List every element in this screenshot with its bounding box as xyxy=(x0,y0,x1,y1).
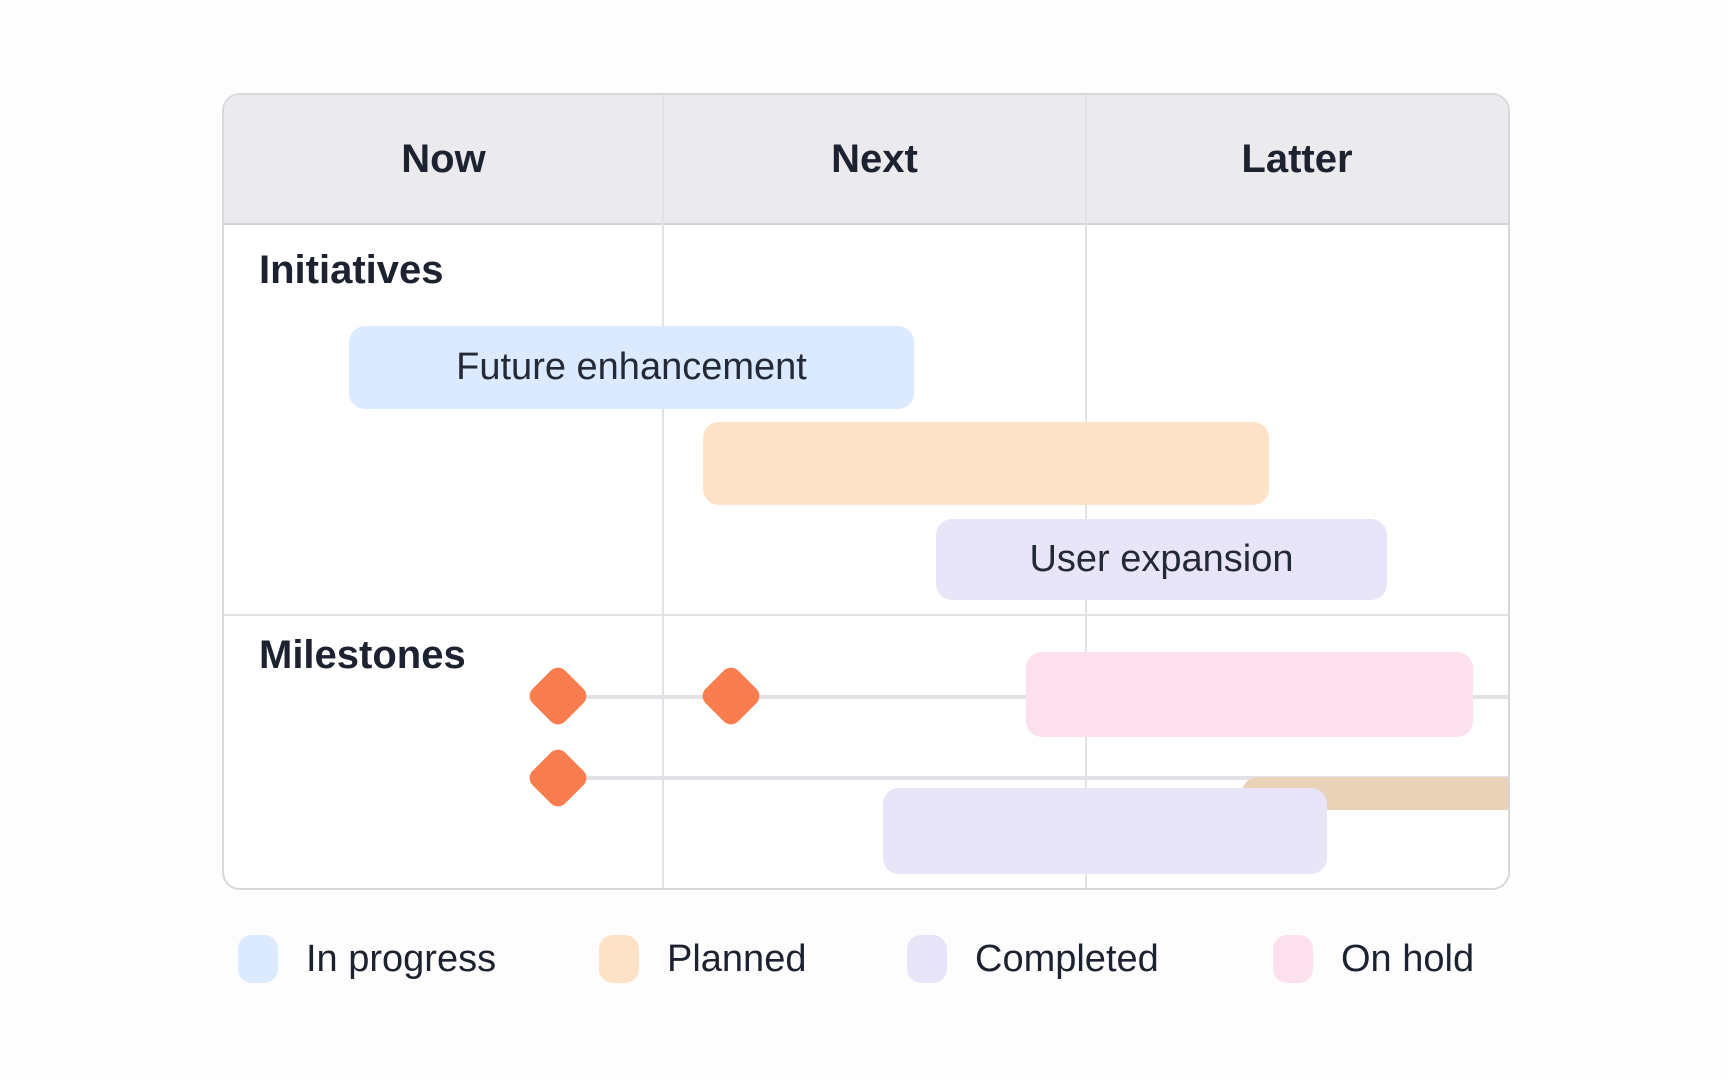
column-divider-1 xyxy=(662,95,664,888)
board-header: Now Next Latter xyxy=(224,95,1508,225)
column-header-latter: Latter xyxy=(1241,136,1353,181)
legend-label: Planned xyxy=(667,937,807,980)
roadmap-bar-planned-skeleton[interactable] xyxy=(703,422,1508,810)
legend-item-planned: Planned xyxy=(599,935,806,983)
legend-item-completed: Completed xyxy=(907,935,1159,983)
legend-swatch-on-hold xyxy=(1273,935,1313,983)
legend-label: In progress xyxy=(306,937,497,980)
section-divider xyxy=(224,614,1508,616)
legend-label: On hold xyxy=(1341,937,1475,980)
milestone-diamond-marker-1[interactable] xyxy=(525,663,591,729)
roadmap-bar-completed-skeleton[interactable] xyxy=(883,788,1327,874)
legend-label: Completed xyxy=(975,937,1159,980)
legend-swatch-completed xyxy=(907,935,947,983)
bar-label: Future enhancement xyxy=(456,346,807,388)
section-label-milestones: Milestones xyxy=(259,633,466,677)
milestone-connector-line-1 xyxy=(535,695,1508,699)
roadmap-bar-future-enhancement[interactable]: Future enhancement xyxy=(349,326,914,409)
legend-item-in-progress: In progress xyxy=(238,935,496,983)
bar-label: User expansion xyxy=(1029,538,1294,580)
roadmap-bar-onhold-skeleton[interactable] xyxy=(1026,652,1473,737)
milestone-diamond-marker-3[interactable] xyxy=(525,745,591,811)
column-header-next: Next xyxy=(831,136,918,181)
column-header-now: Now xyxy=(401,136,486,181)
legend-swatch-in-progress xyxy=(238,935,278,983)
roadmap-board: Now Next Latter Initiatives Milestones F… xyxy=(222,93,1510,890)
milestone-connector-line-2 xyxy=(535,776,1508,780)
legend-swatch-planned xyxy=(599,935,639,983)
milestone-diamond-marker-2[interactable] xyxy=(698,663,764,729)
section-label-initiatives: Initiatives xyxy=(259,248,444,292)
legend-item-on-hold: On hold xyxy=(1273,935,1474,983)
status-legend: In progress Planned Completed On hold xyxy=(0,935,1728,991)
roadmap-bar-user-expansion[interactable]: User expansion xyxy=(936,519,1387,600)
